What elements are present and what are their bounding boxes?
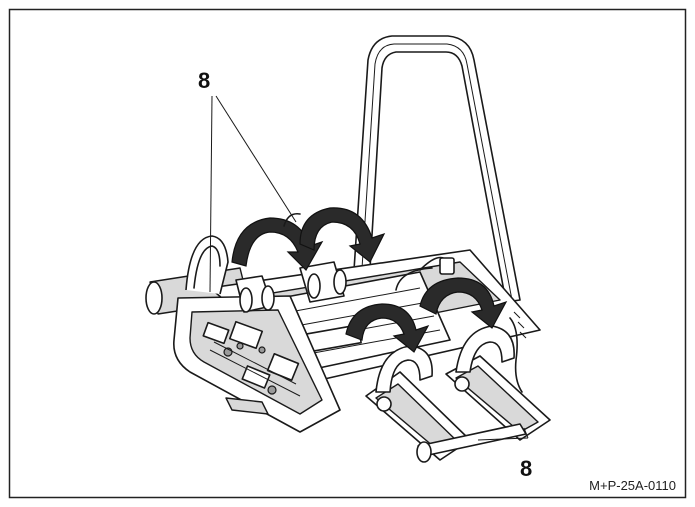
callout-leaders bbox=[209, 95, 529, 441]
strap-arrows-right bbox=[345, 277, 508, 353]
strap-arrows-left bbox=[231, 207, 386, 271]
figure-frame bbox=[8, 8, 687, 499]
callout-label-bottom: 8 bbox=[520, 456, 532, 481]
light-panel bbox=[173, 295, 341, 433]
wheel-holder-rear-left bbox=[185, 235, 347, 313]
callout-label-top: 8 bbox=[198, 68, 210, 93]
reference-code: M+P-25A-0110 bbox=[589, 478, 676, 493]
wheel-holder-right bbox=[365, 311, 551, 463]
